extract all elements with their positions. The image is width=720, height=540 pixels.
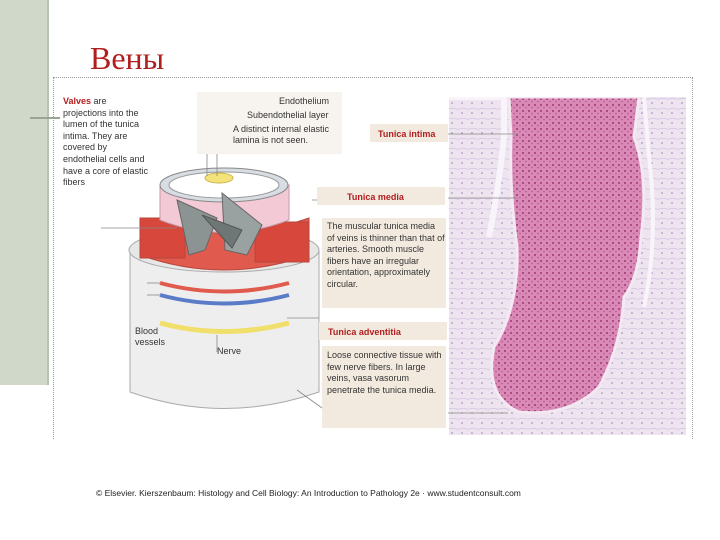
endothelium-label: Endothelium xyxy=(279,96,330,106)
vein-cylinder-illustration xyxy=(101,101,339,409)
vein-micrograph xyxy=(449,94,686,435)
media-text-box xyxy=(322,218,446,308)
histology-image xyxy=(449,94,686,435)
tunica-adventitia-label: Tunica adventitia xyxy=(328,327,401,337)
elastic-lamina-note: A distinct internal elastic lamina is no… xyxy=(233,124,330,145)
left-decor-edge xyxy=(47,0,49,385)
frame-border-right xyxy=(692,77,693,439)
tunica-intima-label: Tunica intima xyxy=(378,129,436,139)
slide-title: Вены xyxy=(90,40,165,76)
adventitia-head-box xyxy=(319,322,447,340)
media-head-box xyxy=(317,187,445,205)
subendothelial-label: Subendothelial layer xyxy=(247,110,329,120)
tunica-media-description: The muscular tunica media of veins is th… xyxy=(327,221,445,289)
image-credit: © Elsevier. Kierszenbaum: Histology and … xyxy=(96,488,521,498)
intima-head-box xyxy=(370,124,448,142)
micrograph-leaders xyxy=(448,133,518,414)
tunica-media-label: Tunica media xyxy=(347,192,404,202)
valves-description: Valves are projections into the lumen of… xyxy=(63,96,149,188)
frame-border-top xyxy=(53,77,693,78)
blood-vessels-label: Blood vessels xyxy=(135,326,166,347)
tunica-adventitia-description: Loose connective tissue with few nerve f… xyxy=(327,350,442,395)
frame-border-left xyxy=(53,77,54,439)
vein-diagram: Valves are projections into the lumen of… xyxy=(57,90,449,436)
intima-label-box xyxy=(197,92,342,154)
title-accent-line xyxy=(30,117,60,119)
adventitia-text-box xyxy=(322,346,446,428)
left-decor-band xyxy=(0,0,47,385)
nerve-label: Nerve xyxy=(217,346,242,356)
